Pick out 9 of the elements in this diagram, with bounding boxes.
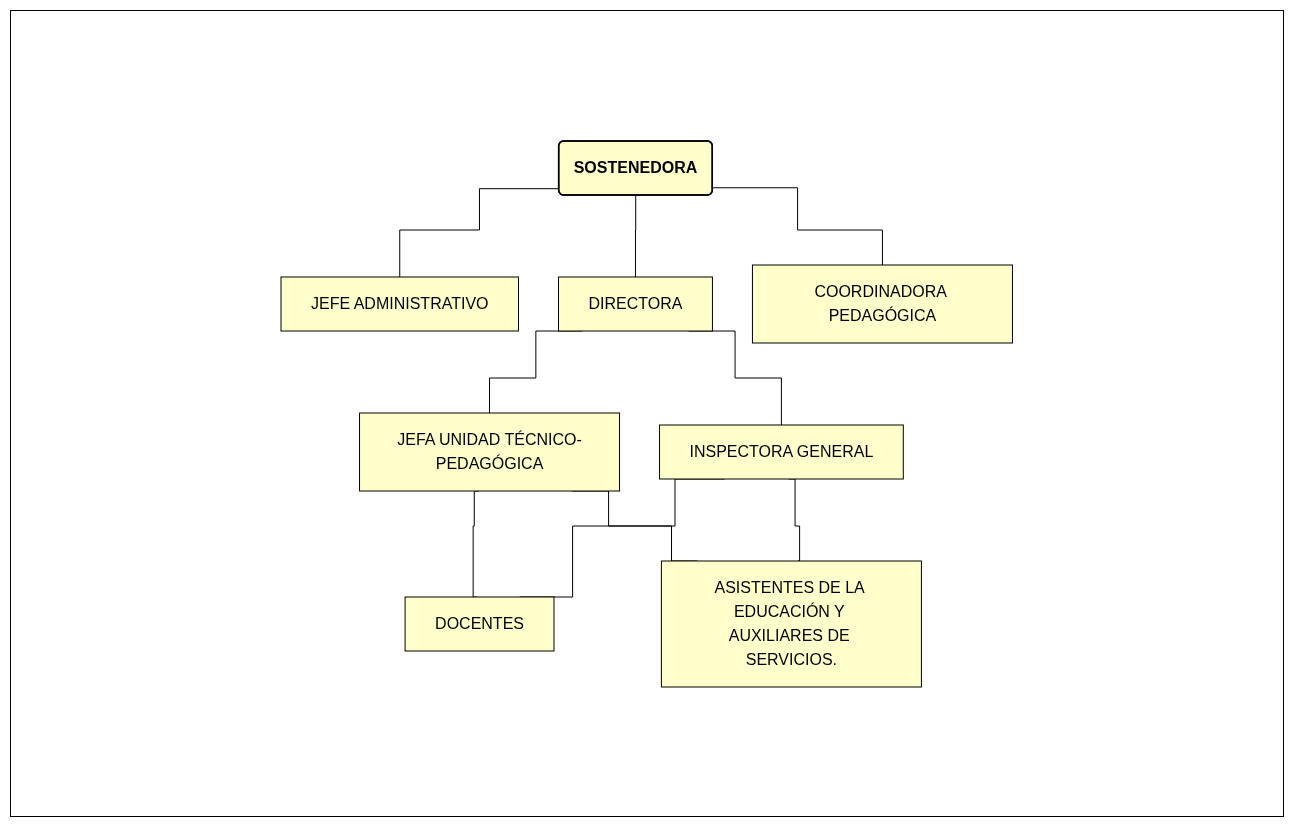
node-box: ASISTENTES DE LA EDUCACIÓN Y AUXILIARES DE SERVICIOS.: [661, 560, 923, 687]
connector: [712, 186, 884, 265]
node-box: DIRECTORA: [558, 276, 714, 331]
node-box: COORDINADORA PEDAGÓGICA: [752, 264, 1014, 343]
node-box: INSPECTORA GENERAL: [659, 424, 905, 479]
node-box: DOCENTES: [404, 596, 555, 651]
node-box: JEFE ADMINISTRATIVO: [280, 276, 520, 331]
connector: [635, 194, 637, 277]
node-box: JEFA UNIDAD TÉCNICO-PEDAGÓGICA: [359, 412, 621, 491]
